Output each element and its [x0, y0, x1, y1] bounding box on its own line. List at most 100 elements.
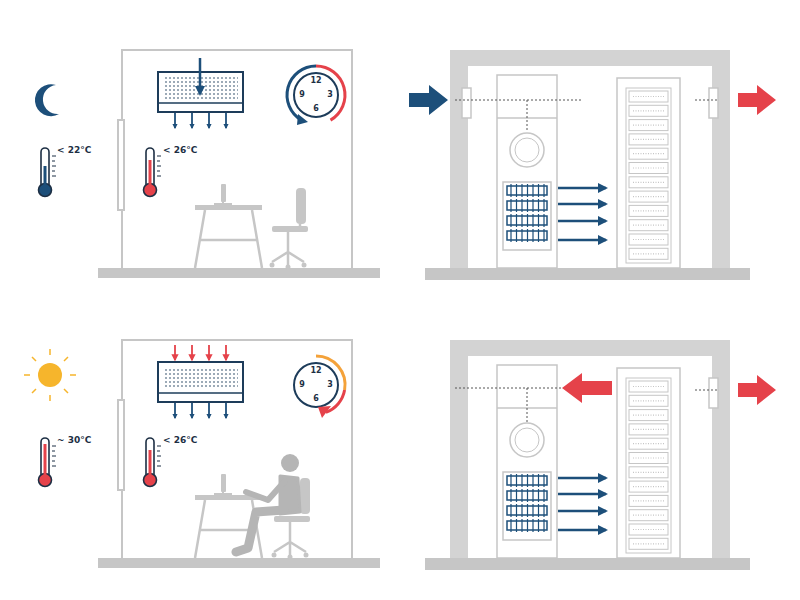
office-room [118, 340, 352, 558]
desk-and-chair [302, 263, 307, 268]
timer-clock [287, 66, 316, 120]
cooling-coil [532, 199, 533, 212]
air-conditioner [225, 403, 227, 418]
room-thermometer [144, 148, 162, 197]
outdoor-thermometer [39, 148, 57, 197]
building-day [562, 373, 612, 403]
cooling-coil [510, 489, 511, 502]
cooling-coil [507, 519, 547, 532]
desk-and-chair [272, 224, 304, 266]
timer-clock [294, 363, 338, 407]
building-night [709, 88, 718, 118]
server-unit [629, 467, 668, 478]
server-unit [633, 386, 664, 387]
server-unit [633, 529, 664, 530]
server-unit [629, 424, 668, 435]
server-unit [629, 510, 668, 521]
building-night [515, 138, 539, 162]
desk-and-chair [272, 226, 308, 232]
outdoor-thermometer [52, 446, 56, 466]
server-unit [633, 415, 664, 416]
desk-and-chair [195, 205, 262, 210]
cooling-coil [507, 199, 547, 212]
cooling-coil [543, 474, 544, 487]
outdoor-thermometer [44, 166, 47, 186]
office-room [122, 50, 352, 268]
temperature-label: < 22°C [57, 146, 91, 155]
cooling-coil [527, 489, 528, 502]
cooling-coil [507, 489, 547, 502]
building-night [558, 239, 606, 242]
server-unit [629, 177, 668, 188]
cooling-coil [510, 229, 511, 242]
building-day [558, 477, 606, 480]
office-room [118, 120, 124, 210]
building-night [450, 50, 730, 270]
server-unit [629, 134, 668, 145]
building-night [558, 187, 606, 190]
cooling-coil [507, 214, 547, 227]
desk-and-chair [195, 474, 310, 560]
server-unit [633, 225, 664, 226]
building-night [626, 88, 671, 263]
server-unit [629, 248, 668, 259]
desk-and-chair [272, 553, 277, 558]
cooling-coil [521, 184, 522, 197]
room-thermometer [144, 438, 162, 487]
desk-and-chair [300, 478, 310, 514]
seated-person [236, 454, 300, 552]
cooling-coil [516, 489, 517, 502]
desk-and-chair [288, 555, 293, 560]
server-unit [633, 500, 664, 501]
server-unit [629, 148, 668, 159]
seated-person [281, 454, 299, 472]
timer-clock [294, 73, 338, 117]
building-day [468, 356, 712, 560]
building-day [558, 493, 606, 496]
server-unit [629, 105, 668, 116]
cooling-coil [527, 199, 528, 212]
floor [425, 268, 750, 280]
cooling-coil [516, 184, 517, 197]
room-thermometer [157, 446, 161, 466]
server-unit [633, 124, 664, 125]
office-room [118, 400, 124, 490]
server-unit [633, 96, 664, 97]
building-night [468, 66, 712, 270]
clock-number: 6 [313, 395, 319, 403]
building-day [695, 390, 718, 391]
cooling-coil [527, 229, 528, 242]
cooling-coil [543, 184, 544, 197]
building-day [617, 368, 680, 558]
cooling-coil [532, 229, 533, 242]
server-unit [633, 210, 664, 211]
floor [98, 558, 380, 568]
cooling-coil [507, 474, 547, 487]
server-unit [629, 91, 668, 549]
cooling-coil [538, 184, 539, 197]
cooling-coil [516, 199, 517, 212]
server-unit [629, 220, 668, 231]
air-conditioner [158, 362, 243, 402]
seated-person [246, 482, 284, 500]
cooling-coil [510, 199, 511, 212]
desk-and-chair [195, 184, 308, 270]
air-conditioner [191, 113, 193, 128]
cooling-coil [510, 214, 511, 227]
air-conditioner [191, 345, 193, 360]
server-unit [633, 543, 664, 544]
building-night [503, 182, 551, 250]
desk-and-chair [214, 202, 232, 205]
cooling-coil [543, 229, 544, 242]
cooling-coil [510, 184, 511, 197]
moon-icon [35, 84, 59, 116]
server-unit [633, 182, 664, 183]
server-unit [633, 110, 664, 111]
room-thermometer [146, 438, 154, 478]
building-night [409, 50, 776, 270]
outdoor-thermometer [52, 156, 56, 176]
building-day [455, 388, 562, 422]
server-unit [629, 205, 668, 216]
temperature-label: ~ 30°C [57, 436, 91, 445]
